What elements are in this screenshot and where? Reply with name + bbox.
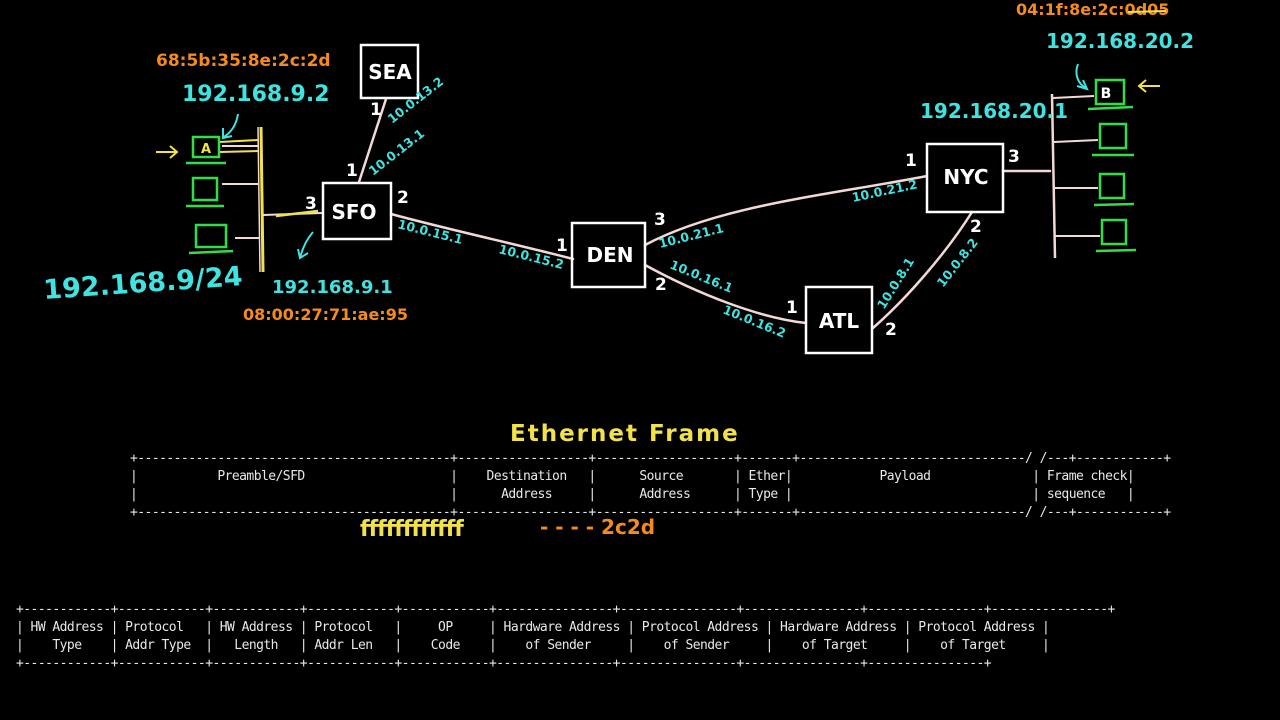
left-hosts bbox=[186, 135, 234, 255]
port-den-3: 3 bbox=[654, 210, 666, 230]
port-sfo-2: 2 bbox=[397, 188, 409, 208]
arrow-to-host-b bbox=[1137, 79, 1160, 93]
host-a-monitor bbox=[191, 135, 221, 159]
right-host-3-monitor bbox=[1098, 172, 1126, 200]
arrow-icon bbox=[1075, 63, 1089, 91]
computer-icon bbox=[1093, 172, 1135, 207]
port-atl-1: 1 bbox=[786, 298, 798, 318]
computer-icon bbox=[1095, 218, 1137, 253]
destination-address-note: ffffffffffff bbox=[360, 517, 464, 542]
host-b-monitor bbox=[1094, 78, 1126, 106]
highlight-line-1 bbox=[219, 139, 259, 143]
port-atl-2: 2 bbox=[885, 320, 897, 340]
ip-atl-nyc-a: 10.0.8.1 bbox=[874, 255, 917, 312]
right-host-2-monitor bbox=[1098, 122, 1128, 150]
ip-atl-nyc-b: 10.0.8.2 bbox=[934, 235, 981, 290]
link-sfo-den bbox=[389, 212, 575, 261]
ip-den-atl-a: 10.0.16.1 bbox=[668, 257, 735, 296]
host-a-highlight bbox=[219, 139, 259, 153]
link-den-nyc bbox=[643, 174, 929, 247]
router-names: SEA SFO DEN ATL NYC bbox=[331, 60, 988, 333]
right-lan-drops bbox=[1052, 95, 1100, 237]
arrow-icon bbox=[222, 113, 314, 260]
host-2-monitor bbox=[191, 176, 219, 202]
right-host-4-monitor bbox=[1100, 218, 1128, 246]
router-box-nyc bbox=[925, 142, 1005, 214]
right-host-3-base bbox=[1093, 202, 1135, 207]
host-a-label: A bbox=[201, 142, 211, 157]
port-sfo-1: 1 bbox=[346, 161, 358, 181]
arrow-icon bbox=[156, 145, 179, 159]
router-den: DEN bbox=[586, 243, 633, 267]
arrow-ip-to-host-b bbox=[1075, 63, 1089, 91]
arrow-icon bbox=[1137, 79, 1160, 93]
computer-icon bbox=[1092, 122, 1134, 157]
ethernet-frame-title: Ethernet Frame bbox=[510, 421, 740, 447]
host-a-mac: 68:5b:35:8e:2c:2d bbox=[156, 51, 331, 71]
port-nyc-2: 2 bbox=[970, 217, 982, 237]
computer-icon bbox=[186, 135, 226, 165]
arrow-ip-to-sfo bbox=[297, 231, 314, 260]
computer-icon bbox=[1087, 78, 1134, 111]
left-subnet: 192.168.9/24 bbox=[42, 261, 243, 306]
host-a-ip: 192.168.9.2 bbox=[182, 82, 330, 107]
right-lan-bus bbox=[1050, 93, 1057, 259]
sfo-gateway-ip: 192.168.9.1 bbox=[272, 277, 393, 298]
port-sfo-3: 3 bbox=[305, 194, 317, 214]
ethernet-frame-table: +---------------------------------------… bbox=[130, 451, 1171, 520]
host-3-base bbox=[188, 249, 234, 255]
sfo-uplink-highlight bbox=[275, 209, 319, 218]
left-lan: A 68:5b:35:8e:2c:2d 192.168.9.2 192.168.… bbox=[42, 51, 408, 324]
router-box-sea bbox=[359, 43, 420, 100]
port-numbers: 1 1 2 3 1 2 3 1 2 1 2 3 bbox=[305, 100, 1020, 340]
computer-icon bbox=[186, 176, 224, 208]
right-lan: B 04:1f:8e:2c:0d05 192.168.20.2 192.168.… bbox=[920, 0, 1194, 259]
router-boxes bbox=[321, 43, 1005, 355]
link-den-atl bbox=[643, 263, 808, 325]
port-sea-1: 1 bbox=[370, 100, 382, 120]
port-nyc-3: 3 bbox=[1008, 147, 1020, 167]
arrow-ip-to-host-a bbox=[222, 113, 239, 140]
ip-sfo-den-a: 10.0.15.1 bbox=[396, 216, 464, 247]
port-den-1: 1 bbox=[556, 236, 568, 256]
source-address-note: - - - - 2c2d bbox=[540, 515, 655, 539]
host-b-mac-underline bbox=[1127, 10, 1167, 13]
router-sea: SEA bbox=[368, 60, 412, 84]
host-3-monitor bbox=[194, 223, 228, 249]
left-lan-drops bbox=[222, 145, 323, 239]
port-nyc-1: 1 bbox=[905, 151, 917, 171]
router-box-den bbox=[570, 221, 647, 289]
ip-den-atl-b: 10.0.16.2 bbox=[721, 302, 788, 341]
right-host-4-base bbox=[1095, 248, 1137, 253]
router-box-atl bbox=[804, 285, 874, 355]
left-lan-bus-outline bbox=[257, 126, 261, 273]
sfo-gateway-mac: 08:00:27:71:ae:95 bbox=[243, 305, 408, 324]
link-atl-nyc bbox=[871, 210, 974, 330]
router-nyc: NYC bbox=[943, 165, 988, 189]
link-ip-labels: 10.0.13.2 10.0.13.1 10.0.15.1 10.0.15.2 … bbox=[366, 74, 981, 341]
nyc-gateway-ip: 192.168.20.1 bbox=[920, 99, 1068, 123]
host-b-label: B bbox=[1101, 86, 1112, 102]
ip-den-nyc-b: 10.0.21.2 bbox=[851, 176, 919, 204]
host-b-mac: 04:1f:8e:2c:0d05 bbox=[1016, 0, 1169, 19]
router-box-sfo bbox=[321, 181, 393, 241]
computer-icon bbox=[188, 223, 234, 255]
right-hosts bbox=[1087, 78, 1137, 253]
highlight-line-2 bbox=[219, 150, 259, 153]
router-links bbox=[357, 97, 1052, 330]
drop-right-host-2 bbox=[1053, 139, 1099, 143]
arp-packet-table: +------------+------------+------------+… bbox=[16, 602, 1115, 671]
router-atl: ATL bbox=[819, 309, 860, 333]
router-sfo: SFO bbox=[331, 200, 376, 224]
left-lan-bus bbox=[259, 126, 265, 273]
drop-host-b bbox=[1052, 95, 1095, 99]
link-sea-sfo bbox=[357, 97, 388, 184]
arrow-to-host-a bbox=[156, 145, 179, 159]
host-b-ip: 192.168.20.2 bbox=[1046, 29, 1194, 53]
host-b-base bbox=[1087, 105, 1134, 111]
port-den-2: 2 bbox=[655, 275, 667, 295]
